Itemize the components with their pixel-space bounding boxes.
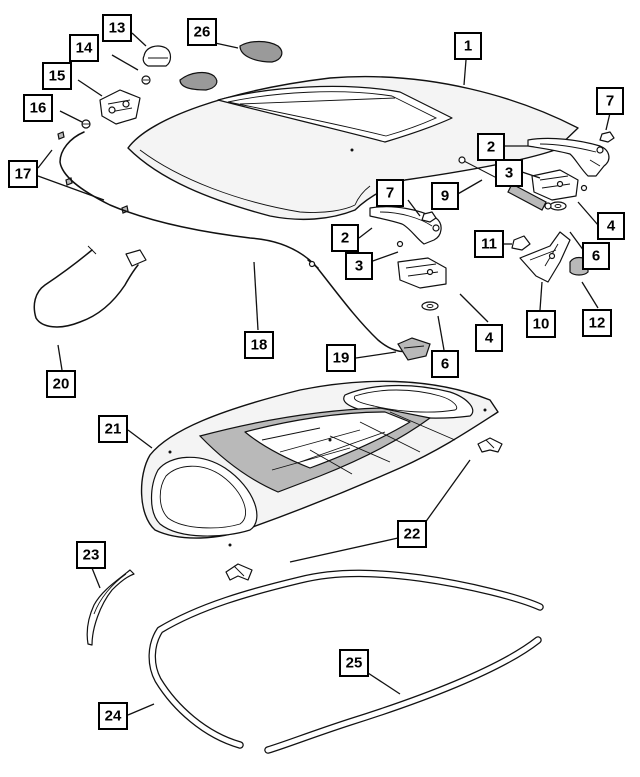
callout-20: 20	[46, 370, 76, 398]
svg-text:13: 13	[109, 20, 126, 37]
callout-24: 24	[98, 702, 128, 730]
callout-4a: 4	[597, 212, 625, 240]
svg-text:26: 26	[194, 24, 211, 41]
hood-panel	[127, 75, 579, 221]
hood-release-cable	[59, 131, 411, 353]
push-pin-retainer-upper	[477, 437, 503, 453]
hood-seal-segment	[86, 569, 135, 646]
svg-text:4: 4	[607, 218, 616, 235]
svg-text:7: 7	[386, 185, 394, 202]
callout-14: 14	[69, 34, 99, 62]
svg-text:24: 24	[105, 708, 122, 725]
svg-text:20: 20	[53, 376, 70, 393]
hood-vent-grille-right	[239, 40, 283, 63]
hinge-bolt-b	[580, 184, 588, 192]
callout-23: 23	[76, 541, 106, 569]
svg-text:16: 16	[30, 100, 47, 117]
svg-text:6: 6	[592, 248, 600, 265]
svg-text:12: 12	[589, 315, 606, 332]
callout-26: 26	[187, 18, 217, 46]
svg-text:2: 2	[487, 139, 495, 156]
cable-clip-a	[57, 131, 65, 140]
callout-12: 12	[582, 309, 612, 337]
callout-4b: 4	[475, 324, 503, 352]
hood-insulator	[140, 380, 499, 547]
callout-11: 11	[474, 230, 504, 258]
hinge-bracket-right	[531, 169, 579, 201]
svg-text:14: 14	[76, 40, 93, 57]
svg-text:6: 6	[441, 356, 449, 373]
callout-25: 25	[339, 649, 369, 677]
hood-latch	[99, 89, 141, 125]
strut-nut	[511, 235, 531, 251]
callout-10: 10	[526, 310, 556, 338]
svg-text:22: 22	[404, 526, 421, 543]
strut-bracket	[519, 231, 571, 283]
hood-vent-grille-left	[179, 71, 218, 91]
callout-7a: 7	[596, 87, 624, 115]
svg-text:1: 1	[464, 38, 472, 55]
push-pin-retainer-lower	[225, 563, 253, 581]
svg-text:17: 17	[15, 166, 32, 183]
svg-text:11: 11	[481, 236, 497, 253]
washer-right	[549, 201, 567, 211]
hood-prop-strut	[458, 156, 552, 211]
svg-text:23: 23	[83, 547, 100, 564]
hood-hinge-right	[527, 137, 610, 177]
callout-16: 16	[23, 94, 53, 122]
secondary-release-cable	[33, 245, 147, 328]
hood-seal	[148, 569, 544, 754]
callout-7b: 7	[376, 179, 404, 207]
svg-text:19: 19	[333, 350, 350, 367]
svg-text:15: 15	[49, 68, 66, 85]
callout-6a: 6	[582, 242, 610, 270]
callout-13: 13	[102, 14, 132, 42]
callout-3b: 3	[345, 252, 373, 280]
hinge-bolt-a	[396, 240, 404, 248]
svg-text:3: 3	[505, 165, 513, 182]
striker-fastener	[141, 75, 151, 85]
svg-text:10: 10	[533, 316, 550, 333]
hinge-nut-left	[421, 211, 437, 223]
callout-21: 21	[98, 415, 128, 443]
svg-text:7: 7	[606, 93, 614, 110]
svg-text:25: 25	[346, 655, 363, 672]
svg-text:4: 4	[485, 330, 494, 347]
callout-9: 9	[431, 182, 459, 210]
leader-lines	[37, 32, 611, 716]
washer-left	[421, 301, 439, 311]
callout-2a: 2	[477, 133, 505, 161]
callout-19: 19	[326, 344, 356, 372]
svg-text:18: 18	[251, 337, 268, 354]
callout-15: 15	[42, 62, 72, 90]
svg-text:2: 2	[341, 230, 349, 247]
callout-18: 18	[244, 331, 274, 359]
release-handle	[397, 337, 431, 361]
callout-22: 22	[397, 520, 427, 548]
callout-1: 1	[454, 32, 482, 60]
callout-3a: 3	[495, 159, 523, 187]
hood-latch-striker	[142, 45, 172, 67]
svg-text:9: 9	[441, 188, 449, 205]
callout-2b: 2	[331, 224, 359, 252]
svg-text:21: 21	[105, 421, 122, 438]
callout-6b: 6	[431, 350, 459, 378]
hinge-nut-right	[599, 131, 615, 143]
svg-text:3: 3	[355, 258, 363, 275]
callout-17: 17	[8, 160, 38, 188]
hinge-bracket-left	[397, 257, 447, 289]
latch-bolt	[81, 119, 91, 129]
